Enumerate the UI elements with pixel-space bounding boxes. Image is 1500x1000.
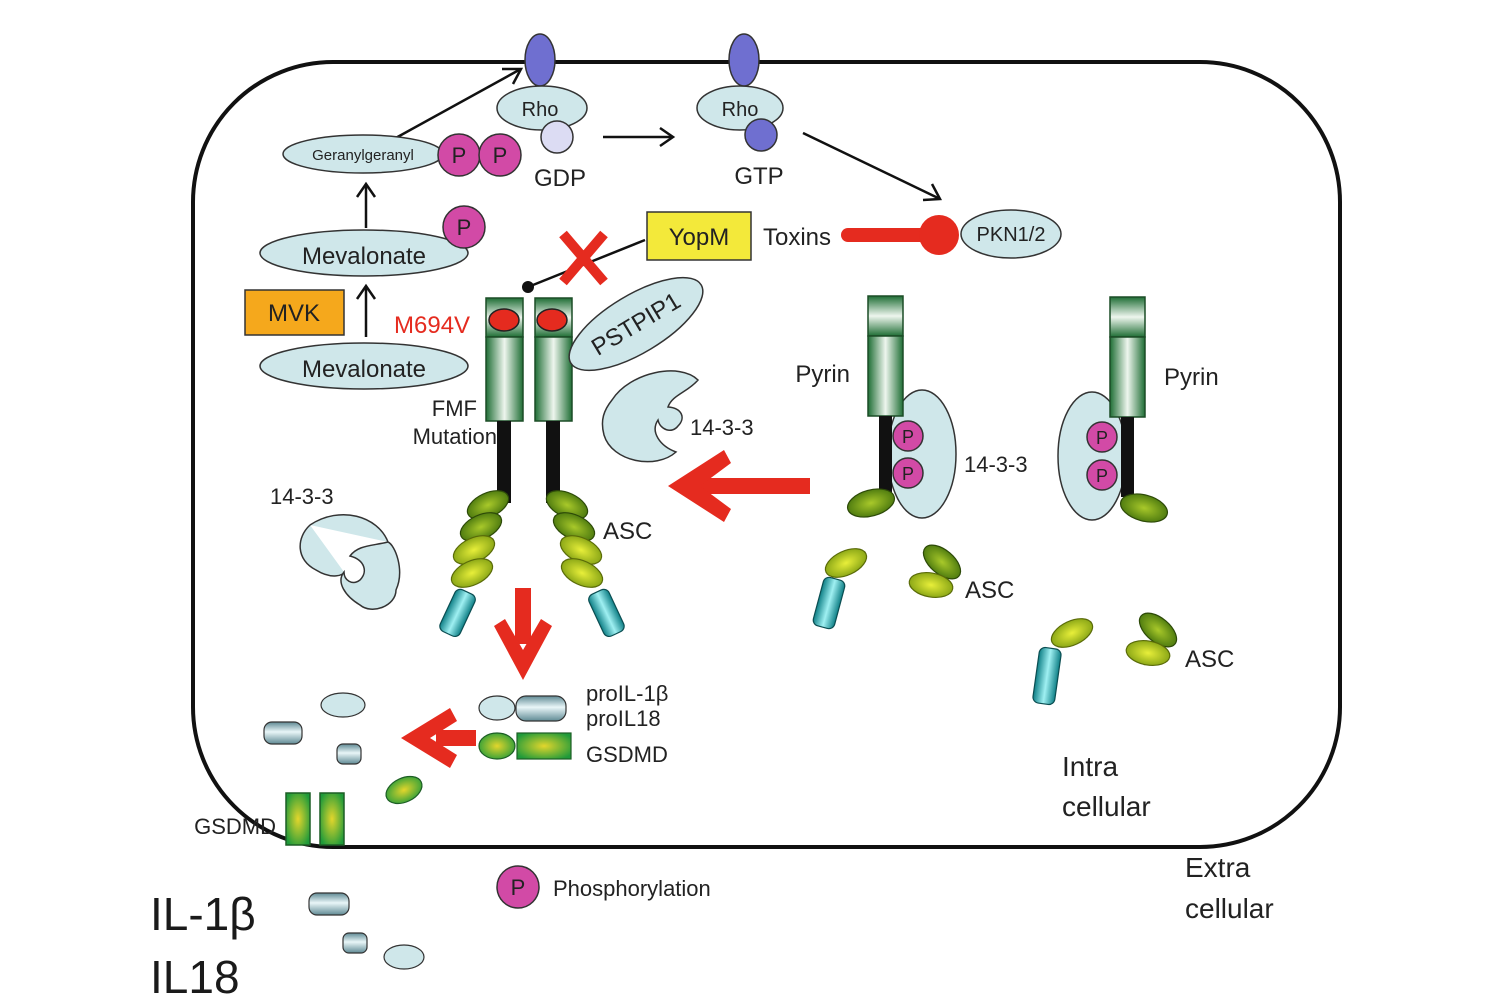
phospho-letter: P: [1096, 466, 1108, 486]
asc-label-active: ASC: [603, 518, 652, 545]
asc-label-free-2: ASC: [1185, 646, 1234, 673]
pro-il1b-substrate: [478, 695, 567, 722]
cell-membrane: [191, 60, 1342, 849]
extracellular-label-line2: cellular: [1185, 893, 1274, 924]
gtp-label: GTP: [734, 163, 783, 190]
mevalonate-label: Mevalonate: [302, 356, 426, 383]
mevalonate-phosphate-body: [259, 229, 469, 277]
phospho-icon: [1086, 459, 1118, 491]
yopm-box: YopM: [646, 211, 752, 261]
rho-gtp-complex: Rho GTP: [696, 33, 784, 190]
inactive-pyrin-left: P P: [846, 295, 957, 519]
gtp-knob: [744, 118, 778, 152]
phospho-letter: P: [902, 427, 914, 447]
pyrin-label-left: Pyrin: [795, 361, 850, 388]
phospho-icon: [892, 420, 924, 452]
free-14-3-3-label: 14-3-3: [690, 415, 754, 440]
intracellular-label-line2: cellular: [1062, 791, 1151, 822]
pkn-protein: PKN1/2: [960, 209, 1062, 259]
asc-filament-right: [545, 490, 625, 638]
phospho-letter: P: [452, 143, 467, 168]
gdp-knob: [540, 120, 574, 154]
mvk-box: MVK: [244, 289, 345, 336]
pyrin-label-right: Pyrin: [1164, 364, 1219, 391]
free-14-3-3-protein: [601, 370, 700, 463]
bound-14-3-3-label: 14-3-3: [964, 452, 1028, 477]
secretion-arrow-left: [401, 708, 476, 768]
gsdmd-substrate: [478, 732, 572, 760]
cytosol-14-3-3-label: 14-3-3: [270, 484, 334, 509]
phosphorylation-legend-label: Phosphorylation: [553, 876, 711, 901]
secreted-cytokines: [308, 892, 425, 970]
m694v-mutation-dot: [536, 308, 568, 332]
free-asc-group-1: [812, 544, 962, 630]
rho-gdp-label: Rho: [522, 99, 559, 121]
phospho-legend-icon: [496, 865, 540, 909]
cytosol-14-3-3-protein: [299, 513, 401, 610]
mvk-label: MVK: [268, 300, 320, 327]
fmf-label-line2: Mutation: [413, 424, 497, 449]
rho-gtp-membrane-anchor: [728, 33, 760, 87]
mevalonate-body: [259, 342, 469, 390]
il1b-label: IL-1β: [150, 888, 256, 940]
phospho-letter: P: [1096, 428, 1108, 448]
toxin-inhibition-symbol: [841, 215, 959, 255]
phospho-legend-letter: P: [511, 875, 526, 900]
phospho-icon: [892, 457, 924, 489]
mevalonate-phosphate-label: Mevalonate: [302, 243, 426, 270]
mevalonate: Mevalonate: [259, 342, 469, 390]
yopm-label: YopM: [669, 224, 730, 251]
legend: P Phosphorylation: [496, 865, 711, 909]
cleavage-arrow-down: [494, 588, 552, 680]
rho-arrows: [382, 67, 943, 202]
gsdmd-substrate-label: GSDMD: [586, 742, 668, 767]
phospho-icon: [478, 133, 522, 177]
il18-label: IL18: [150, 951, 240, 1000]
active-pyrin-right: [534, 297, 573, 503]
geranylgeranyl-pp: Geranylgeranyl P P: [282, 133, 522, 177]
extracellular-label-line1: Extra: [1185, 852, 1251, 883]
asc-filament-left: [439, 490, 510, 638]
free-asc-group-2: [1032, 612, 1178, 706]
rho-gdp-complex: Rho GDP: [496, 33, 588, 192]
toxins-label: Toxins: [763, 224, 831, 251]
pstpip1-protein: PSTPIP1: [568, 276, 704, 372]
activation-arrow-left: [668, 450, 810, 522]
geranylgeranyl-label: Geranylgeranyl: [312, 147, 414, 164]
phospho-icon: [442, 205, 486, 249]
gsdmd-pore-label: GSDMD: [194, 814, 276, 839]
rho-membrane-anchor: [524, 33, 556, 87]
active-pyrin-left: [485, 297, 524, 503]
inactive-pyrin-right: P P: [1057, 296, 1169, 523]
rho-gtp-label: Rho: [722, 99, 759, 121]
gsdmd-pore: [285, 792, 345, 846]
pkn-label: PKN1/2: [977, 224, 1046, 246]
asc-label-free-1: ASC: [965, 577, 1014, 604]
yopm-inhibition-line: [522, 238, 646, 293]
phospho-letter: P: [493, 143, 508, 168]
mevalonate-5-phosphate: Mevalonate P: [259, 205, 486, 277]
phospho-icon: [1086, 421, 1118, 453]
intracellular-label-line1: Intra: [1062, 751, 1118, 782]
phospho-letter: P: [902, 464, 914, 484]
pro-il18-label: proIL18: [586, 706, 661, 731]
pro-il1b-label: proIL-1β: [586, 681, 668, 706]
pathway-arrows: [355, 181, 377, 337]
blocked-x-icon: [559, 230, 608, 286]
cleaved-products: [263, 692, 423, 805]
fmf-label-line1: FMF: [432, 396, 477, 421]
phospho-letter: P: [457, 215, 472, 240]
gdp-label: GDP: [534, 165, 586, 192]
m694v-mutation-dot: [488, 308, 520, 332]
m694v-label: M694V: [394, 312, 470, 339]
